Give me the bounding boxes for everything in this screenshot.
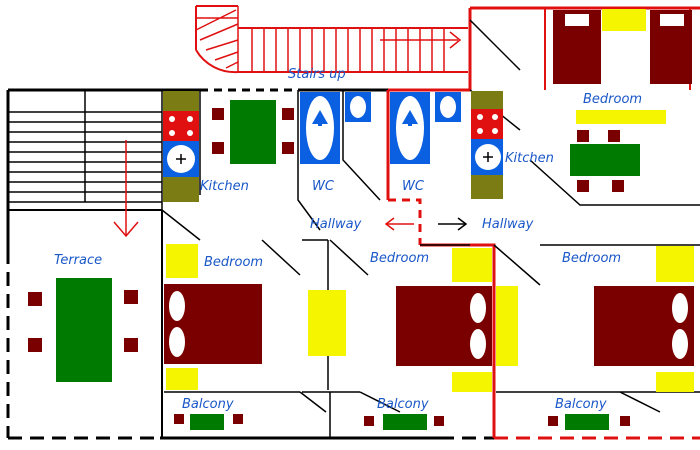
- label-wc-right: WC: [402, 179, 425, 194]
- label-stairs-up-top: Stairs up: [288, 67, 346, 82]
- label-balcony-1: Balcony: [182, 397, 234, 412]
- terrace: [28, 278, 138, 382]
- label-bedroom-3: Bedroom: [562, 251, 621, 266]
- wc-right: [390, 92, 461, 164]
- stairs-down-arrow: [113, 140, 139, 238]
- label-kitchen-right: Kitchen: [505, 151, 554, 166]
- label-hallway-left: Hallway: [310, 217, 362, 232]
- label-stairs-up-left: Stairs up: [14, 98, 65, 109]
- kitchen-left: [163, 91, 294, 202]
- bedroom-2: [396, 248, 518, 392]
- balcony-furniture: [174, 414, 630, 430]
- label-kitchen-left: Kitchen: [200, 179, 249, 194]
- hallway-arrows: [384, 217, 468, 231]
- left-walls: [6, 88, 494, 440]
- top-stairs: [195, 5, 468, 74]
- label-wc-left: WC: [312, 179, 335, 194]
- label-stairs-down: Stairs down: [88, 98, 155, 109]
- label-terrace: Terrace: [54, 253, 102, 268]
- label-hallway-right: Hallway: [482, 217, 534, 232]
- label-bedroom-1: Bedroom: [204, 255, 263, 270]
- kitchen-right: [471, 91, 640, 199]
- top-bedroom: [553, 9, 692, 124]
- wc-left: [300, 92, 371, 164]
- label-bedroom-2: Bedroom: [370, 251, 429, 266]
- bedroom-3: [594, 246, 694, 392]
- label-balcony-3: Balcony: [555, 397, 607, 412]
- label-balcony-2: Balcony: [377, 397, 429, 412]
- label-bedroom-top: Bedroom: [583, 92, 642, 107]
- bedroom-1: [164, 244, 346, 390]
